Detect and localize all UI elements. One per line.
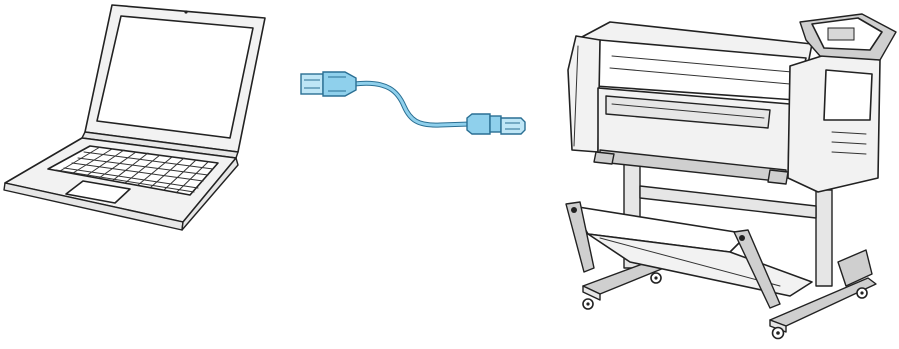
keyboard [55, 146, 214, 193]
large-format-printer-icon [565, 13, 897, 340]
control-panel [799, 13, 897, 61]
laptop-icon [3, 4, 266, 231]
touchpad [65, 180, 131, 204]
printer-stand [582, 159, 877, 340]
caster-wheel [650, 272, 662, 284]
caster-wheel [771, 326, 785, 340]
printer-body [567, 13, 897, 193]
output-basket [565, 201, 813, 309]
usb-cable-icon [300, 71, 526, 135]
caster-wheel [582, 298, 594, 310]
usb-a-connector [300, 71, 357, 97]
usb-b-connector [466, 113, 526, 135]
caster-wheel [856, 287, 868, 299]
